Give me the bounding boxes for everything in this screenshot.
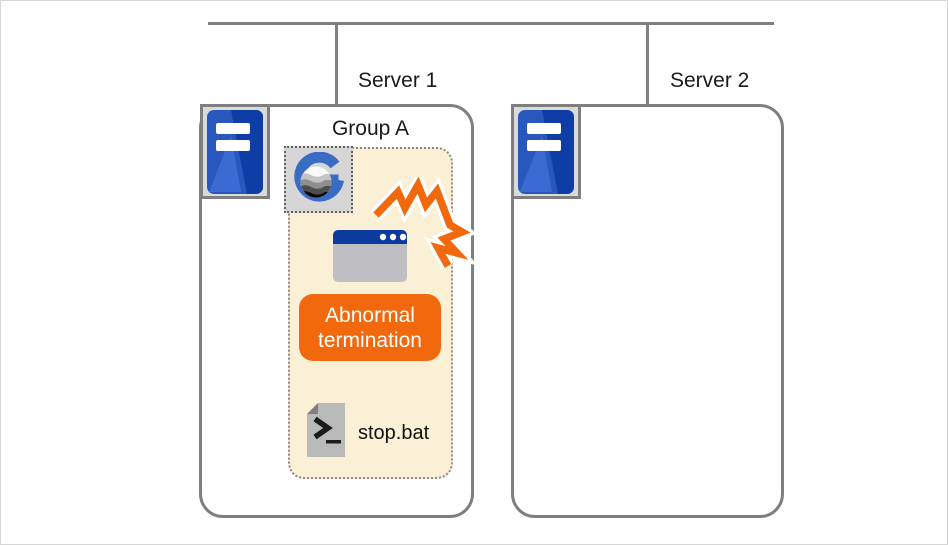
- app-window-icon: [333, 230, 407, 282]
- server1-label: Server 1: [358, 69, 438, 92]
- group-a-label: Group A: [331, 117, 410, 140]
- server1-drop-line: [335, 22, 338, 106]
- server2-drop-line: [646, 22, 649, 106]
- g-app-logo-icon: [293, 151, 344, 202]
- crash-burst-icon: [367, 168, 479, 277]
- server2-label: Server 2: [670, 69, 750, 92]
- app-logo-plate: [284, 146, 353, 213]
- server2-icon-plate: [511, 104, 581, 199]
- script-file-label: stop.bat: [358, 422, 430, 444]
- server1-icon-plate: [200, 104, 270, 199]
- server-icon: [207, 109, 263, 194]
- status-badge: Abnormal termination: [299, 294, 441, 361]
- batch-file-icon: [307, 403, 345, 457]
- status-text: Abnormal termination: [318, 303, 422, 352]
- server-icon: [518, 109, 574, 194]
- network-bus-line: [208, 22, 774, 25]
